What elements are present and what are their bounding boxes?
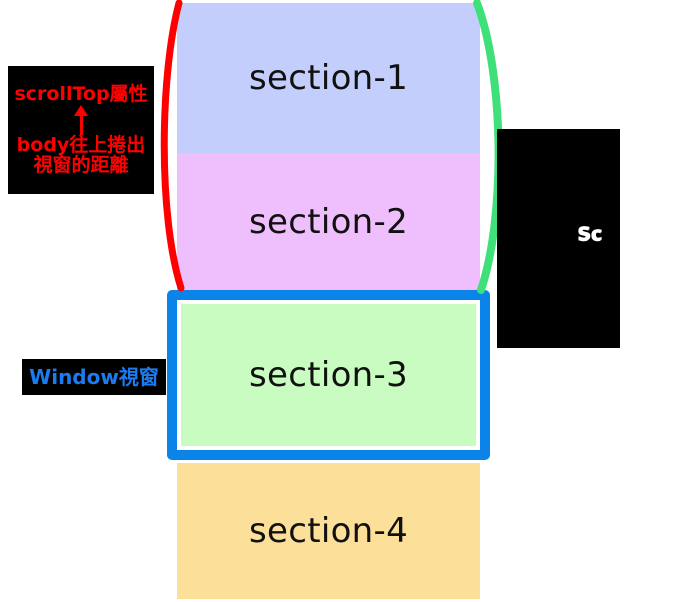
scrolltop-annotation: scrollTop屬性 body往上捲出 視窗的距離 <box>8 66 154 194</box>
scrolltop-detail-line-1: body往上捲出 <box>16 133 146 156</box>
scrolltop-detail-line-2: 視窗的距離 <box>33 154 129 177</box>
window-annotation: Window視窗 <box>22 359 166 395</box>
section-1-label: section-1 <box>248 58 409 98</box>
up-arrow-icon <box>10 104 152 135</box>
section-3-label: section-3 <box>248 355 409 395</box>
window-label: Window視窗 <box>29 365 159 389</box>
section-4-block: section-4 <box>177 463 480 599</box>
right-green-brace-icon <box>473 0 503 294</box>
section-3-block: section-3 <box>181 304 476 446</box>
section-1-block: section-1 <box>177 3 480 153</box>
scroll-right-label: Sc <box>577 223 602 245</box>
section-2-label: section-2 <box>248 201 409 242</box>
section-2-block: section-2 <box>177 153 480 290</box>
section-4-label: section-4 <box>248 511 409 551</box>
scroll-right-annotation: Sc <box>497 129 620 348</box>
window-viewport-frame: section-3 <box>167 290 490 460</box>
scrolltop-heading: scrollTop屬性 <box>14 83 148 106</box>
